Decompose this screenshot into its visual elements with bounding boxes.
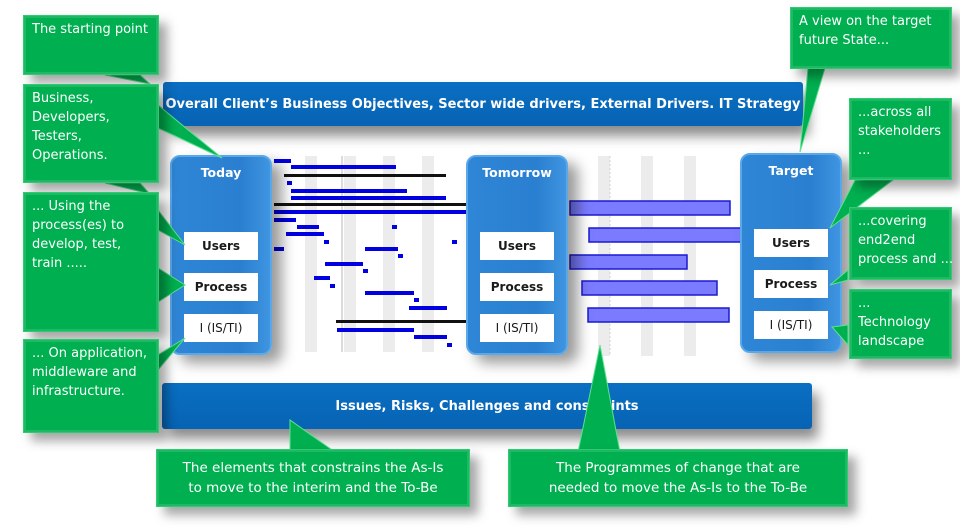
gantt-task-bar	[330, 284, 335, 288]
tomorrow-process-box: Process	[480, 273, 554, 301]
tail-target-view	[799, 67, 826, 153]
gantt-task-bar	[365, 247, 398, 251]
callout-using-process: ... Using the process(es) to develop, te…	[23, 192, 159, 332]
tail-end2end	[829, 268, 849, 286]
target-process-box: Process	[754, 270, 828, 298]
issues-risks-banner-text: Issues, Risks, Challenges and constraint…	[335, 398, 639, 414]
issues-risks-banner: Issues, Risks, Challenges and constraint…	[162, 383, 812, 429]
tail-technology	[830, 324, 849, 347]
stage-today-title: Today	[200, 165, 242, 180]
programme-bar	[588, 227, 748, 243]
callout-target-view: A view on the target future State...	[790, 7, 952, 69]
today-users-box: Users	[184, 232, 258, 260]
gantt-task-bar	[414, 335, 447, 339]
tomorrow-infra-box: I (IS/TI)	[480, 314, 554, 342]
stage-tomorrow-title: Tomorrow	[482, 165, 552, 180]
tail-process-users	[157, 208, 186, 246]
callout-technology: ... Technology landscape	[849, 289, 952, 359]
callout-end2end-text: ...covering end2end process and ...	[858, 214, 954, 267]
callout-end2end: ...covering end2end process and ...	[849, 207, 954, 280]
business-objectives-banner-text: Overall Client’s Business Objectives, Se…	[165, 96, 801, 112]
gantt-task-bar	[414, 298, 419, 302]
callout-on-application: ... On application, middleware and infra…	[23, 339, 159, 433]
callout-on-application-text: ... On application, middleware and infra…	[32, 346, 147, 399]
gantt-task-bar	[291, 165, 396, 169]
stage-target-title: Target	[768, 163, 814, 178]
callout-target-view-text: A view on the target future State...	[799, 14, 932, 48]
gantt-task-bar	[398, 254, 403, 258]
gantt-task-bar	[291, 196, 446, 200]
tail-application	[157, 337, 186, 372]
callout-business-users-text: Business, Developers, Testers, Operation…	[32, 91, 110, 163]
programme-bar	[569, 200, 731, 216]
today-infra-box: I (IS/TI)	[184, 314, 258, 342]
callout-stakeholders: ...across all stakeholders ...	[849, 98, 952, 180]
callout-constraints-text: The elements that constrains the As-Is t…	[182, 460, 444, 496]
gantt-summary-bar	[336, 320, 472, 323]
gantt-task-bar	[365, 291, 414, 295]
target-infra-box: I (IS/TI)	[754, 311, 828, 339]
gantt-task-bar	[324, 240, 329, 244]
today-process-box: Process	[184, 273, 258, 301]
callout-technology-text: ... Technology landscape	[858, 296, 931, 349]
gantt-task-bar	[337, 328, 414, 332]
callout-using-process-text: ... Using the process(es) to develop, te…	[32, 199, 125, 271]
gantt-task-bar	[409, 306, 447, 310]
tail-business	[157, 103, 223, 159]
programme-gantt	[569, 156, 748, 356]
callout-starting-point: The starting point	[23, 15, 159, 75]
tail-process-process	[157, 267, 186, 303]
stage-today: Today Users Process I (IS/TI)	[170, 155, 272, 355]
callout-programmes: The Programmes of change that are needed…	[508, 449, 848, 507]
target-users-box: Users	[754, 229, 828, 257]
gantt-summary-bar	[274, 203, 472, 206]
tail-programmes	[577, 344, 621, 453]
callout-business-users: Business, Developers, Testers, Operation…	[23, 84, 159, 183]
gantt-task-bar	[274, 159, 291, 163]
gantt-task-bar	[286, 232, 324, 236]
business-objectives-banner: Overall Client’s Business Objectives, Se…	[163, 82, 803, 126]
programme-bar	[587, 307, 730, 323]
callout-constraints: The elements that constrains the As-Is t…	[156, 449, 470, 507]
tail-constraints	[289, 419, 337, 453]
stage-target: Target Users Process I (IS/TI)	[740, 153, 842, 353]
current-project-gantt	[274, 156, 472, 352]
callout-stakeholders-text: ...across all stakeholders ...	[858, 105, 942, 158]
programme-bar	[581, 280, 718, 296]
gantt-task-bar	[363, 269, 368, 273]
callout-programmes-text: The Programmes of change that are needed…	[548, 460, 808, 496]
gantt-task-bar	[274, 247, 284, 251]
tail-stakeholders	[829, 179, 895, 229]
gantt-task-bar	[291, 189, 407, 193]
tail-business-bottom	[104, 182, 152, 195]
callout-starting-point-text: The starting point	[32, 22, 148, 37]
gantt-summary-bar	[284, 174, 446, 177]
gantt-task-bar	[392, 225, 397, 229]
gantt-task-bar	[452, 240, 457, 244]
programme-bar	[569, 254, 688, 270]
tomorrow-users-box: Users	[480, 232, 554, 260]
gantt-task-bar	[287, 181, 292, 185]
gantt-task-bar	[325, 262, 363, 266]
gantt-task-bar	[314, 276, 330, 280]
gantt-task-bar	[274, 218, 296, 222]
gantt-task-bar	[297, 225, 319, 229]
stage-tomorrow: Tomorrow Users Process I (IS/TI)	[466, 155, 568, 355]
gantt-task-bar	[274, 210, 472, 214]
gantt-task-bar	[447, 343, 452, 347]
tail-starting-point	[104, 74, 152, 85]
